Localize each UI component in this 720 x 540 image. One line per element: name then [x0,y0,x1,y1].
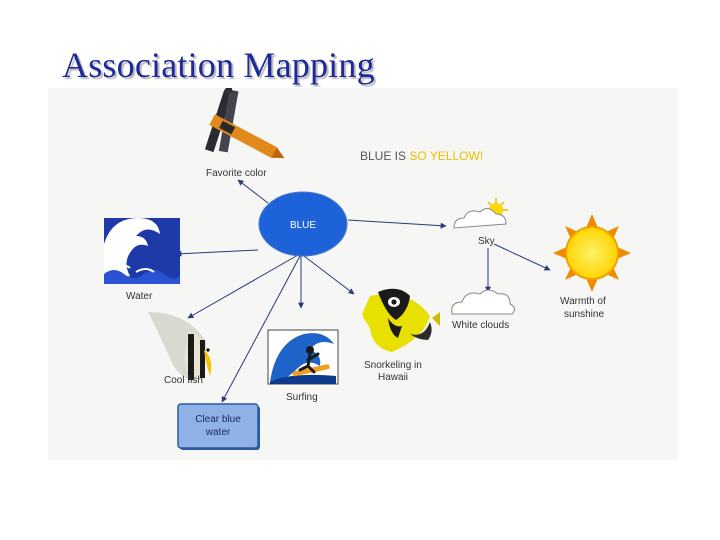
sun-cloud-icon [453,198,508,229]
sky-label: Sky [478,236,495,247]
arrow-to-clear-water [221,255,301,403]
surfing-label: Surfing [286,392,318,403]
angelfish-icon [148,312,212,382]
tropical-fish-icon [362,288,440,352]
cloud-icon [451,289,516,315]
white-clouds-label: White clouds [452,320,509,331]
arrow-to-water [175,249,259,257]
arrow-to-favorite-color [237,179,269,204]
connector-arrows [175,179,551,403]
arrow-to-cool-fish [187,254,299,319]
water-label: Water [126,291,153,302]
arrow-to-sky [347,219,447,229]
cool-fish-label: Cool fish [164,375,203,386]
snorkeling-label-line2: Hawaii [378,372,408,383]
headline: BLUE IS SO YELLOW! [360,149,483,163]
sun-icon [553,214,631,292]
clear-water-label-line2: water [205,427,231,438]
clear-water-node: Clear blue water [177,403,260,450]
snorkeling-label-line1: Snorkeling in [364,360,422,371]
arrow-to-snorkeling [303,255,355,295]
center-label: BLUE [290,220,316,231]
wave-icon [104,218,180,284]
center-node-blue: BLUE [258,191,348,257]
headline-part2: SO YELLOW! [409,149,483,163]
crayons-icon [204,88,285,159]
headline-part1: BLUE IS [360,149,409,163]
page-title: Association Mapping [62,45,375,85]
surfer-icon [267,329,339,385]
warmth-label-line2: sunshine [564,309,604,320]
favorite-color-label: Favorite color [206,168,267,179]
arrow-sky-to-warmth [493,243,551,271]
association-diagram: BLUE IS SO YELLOW! Favorite color BLUE S… [48,88,678,460]
clear-water-label-line1: Clear blue [195,414,241,425]
warmth-label-line1: Warmth of [560,296,606,307]
